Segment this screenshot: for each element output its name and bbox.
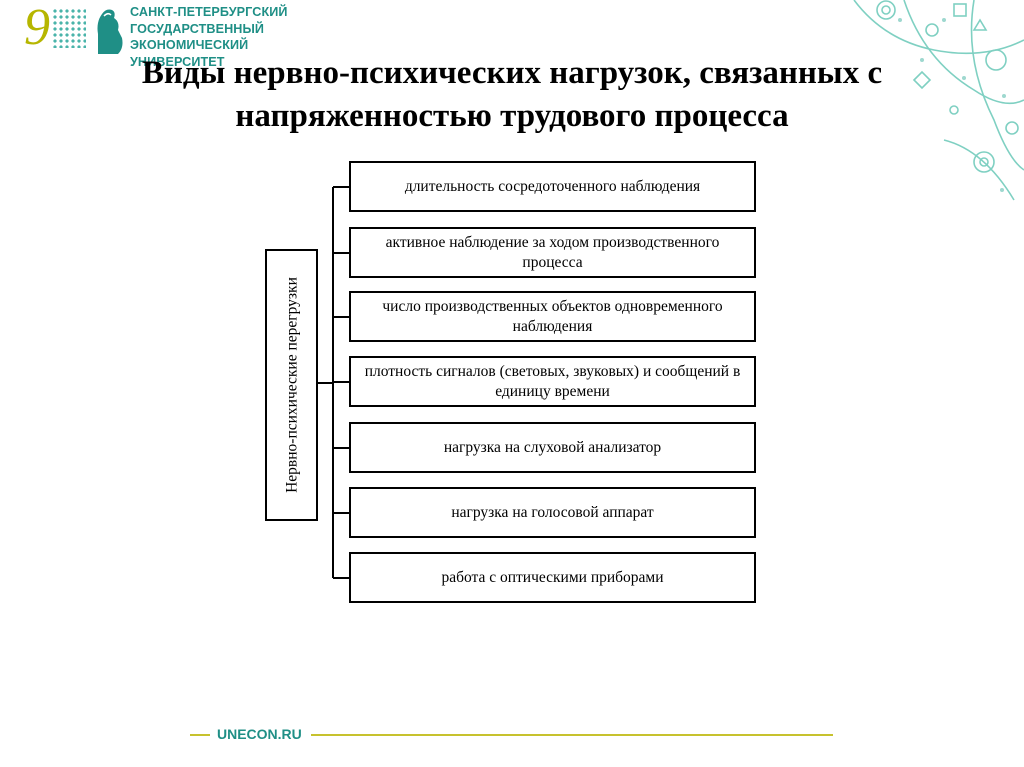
logo-line-1: САНКТ-ПЕТЕРБУРГСКИЙ (130, 5, 288, 19)
footer-divider-right (311, 734, 833, 736)
slide-title: Виды нервно-психических нагрузок, связан… (141, 55, 883, 134)
university-logo: 9 САНКТ-ПЕТЕРБУРГСКИЙ ГОСУДАРСТВЕННЫЙ ЭК… (22, 0, 332, 69)
dots-pattern-icon (52, 8, 86, 48)
anniversary-number: 9 (24, 0, 50, 56)
logo-line-3: ЭКОНОМИЧЕСКИЙ УНИВЕРСИТЕТ (130, 38, 249, 69)
footer-site-link[interactable]: UNECON.RU (217, 726, 302, 742)
decorative-science-icons (853, 0, 1024, 201)
category-node-5: нагрузка на слуховой анализатор (349, 422, 756, 473)
category-node-3: число производственных объектов одноврем… (349, 291, 756, 342)
category-node-4: плотность сигналов (световых, звуковых) … (349, 356, 756, 407)
logo-line-2: ГОСУДАРСТВЕННЫЙ (130, 21, 265, 36)
root-node-label: Нервно-психические перегрузки (283, 277, 300, 493)
sphinx-icon (97, 9, 123, 54)
university-name: САНКТ-ПЕТЕРБУРГСКИЙ ГОСУДАРСТВЕННЫЙ ЭКОН… (130, 4, 332, 70)
category-node-7: работа с оптическими приборами (349, 552, 756, 603)
category-node-2: активное наблюдение за ходом производств… (349, 227, 756, 278)
category-node-1: длительность сосредоточенного наблюдения (349, 161, 756, 212)
root-node: Нервно-психические перегрузки (265, 249, 318, 521)
footer-divider-left (190, 734, 210, 736)
category-node-6: нагрузка на голосовой аппарат (349, 487, 756, 538)
